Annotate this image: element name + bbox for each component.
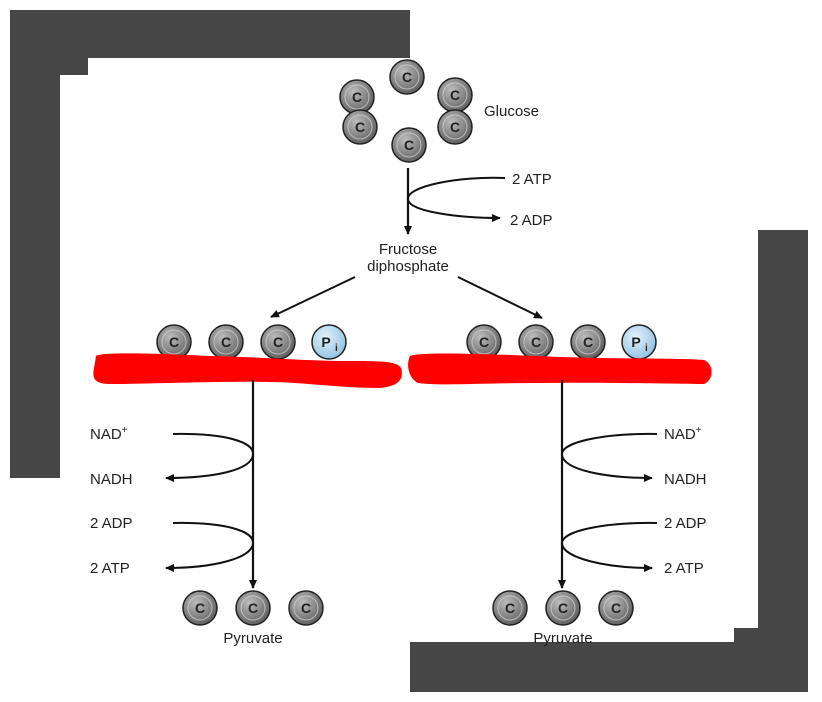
phosphate-symbol: P bbox=[631, 334, 640, 350]
left-pyruvate-label: Pyruvate bbox=[223, 630, 282, 647]
right-atp-label: 2 ATP bbox=[664, 560, 704, 577]
phosphate-group: P i bbox=[311, 324, 347, 360]
right-adp-label: 2 ADP bbox=[664, 515, 707, 532]
fructose-label: Fructose bbox=[379, 241, 437, 258]
right-pyruvate-molecule: C C C bbox=[492, 590, 634, 626]
right-nad-reduction-arrow bbox=[561, 432, 658, 482]
right-nad-label: NAD+ bbox=[664, 425, 702, 443]
diphosphate-label: diphosphate bbox=[367, 258, 449, 275]
phosphate-subscript: i bbox=[335, 343, 338, 354]
left-atp-label: 2 ATP bbox=[90, 560, 130, 577]
atp-consumption-arrow bbox=[407, 176, 506, 222]
carbon-label: C bbox=[169, 334, 179, 350]
frame-top-left bbox=[10, 10, 410, 478]
carbon-label: C bbox=[611, 600, 621, 616]
right-nadh-label: NADH bbox=[664, 471, 707, 488]
carbon-label: C bbox=[505, 600, 515, 616]
carbon-label: C bbox=[355, 119, 365, 135]
carbon-label: C bbox=[248, 600, 258, 616]
left-atp-generation-arrow bbox=[165, 521, 255, 572]
carbon-label: C bbox=[404, 137, 414, 153]
phosphate-subscript: i bbox=[645, 343, 648, 354]
right-pyruvate-label: Pyruvate bbox=[533, 630, 592, 647]
left-g3p-molecule: C C C P i bbox=[156, 324, 347, 360]
phosphate-symbol: P bbox=[321, 334, 330, 350]
carbon-label: C bbox=[402, 69, 412, 85]
left-adp-label: 2 ADP bbox=[90, 515, 133, 532]
red-highlight-right bbox=[408, 353, 712, 385]
carbon-label: C bbox=[195, 600, 205, 616]
split-arrow-right bbox=[457, 276, 543, 319]
carbon-label: C bbox=[450, 87, 460, 103]
glucose-label: Glucose bbox=[484, 103, 539, 120]
left-nadh-label: NADH bbox=[90, 471, 133, 488]
carbon-label: C bbox=[273, 334, 283, 350]
red-highlight-left bbox=[93, 353, 402, 388]
carbon-label: C bbox=[531, 334, 541, 350]
glucose-molecule: C C C C C C bbox=[339, 59, 473, 163]
carbon-label: C bbox=[479, 334, 489, 350]
carbon-label: C bbox=[558, 600, 568, 616]
carbon-label: C bbox=[352, 89, 362, 105]
carbon-label: C bbox=[301, 600, 311, 616]
left-nad-reduction-arrow bbox=[165, 432, 255, 482]
left-pyruvate-molecule: C C C bbox=[182, 590, 324, 626]
right-atp-generation-arrow bbox=[561, 521, 658, 572]
phosphate-group: P i bbox=[621, 324, 657, 360]
carbon-label: C bbox=[450, 119, 460, 135]
carbon-label: C bbox=[583, 334, 593, 350]
frame-bottom-right bbox=[410, 230, 808, 692]
split-arrow-left bbox=[270, 276, 356, 318]
right-g3p-molecule: C C C P i bbox=[466, 324, 657, 360]
left-nad-label: NAD+ bbox=[90, 425, 128, 443]
input-atp-label: 2 ATP bbox=[512, 171, 552, 188]
output-adp-label: 2 ADP bbox=[510, 212, 553, 229]
carbon-label: C bbox=[221, 334, 231, 350]
